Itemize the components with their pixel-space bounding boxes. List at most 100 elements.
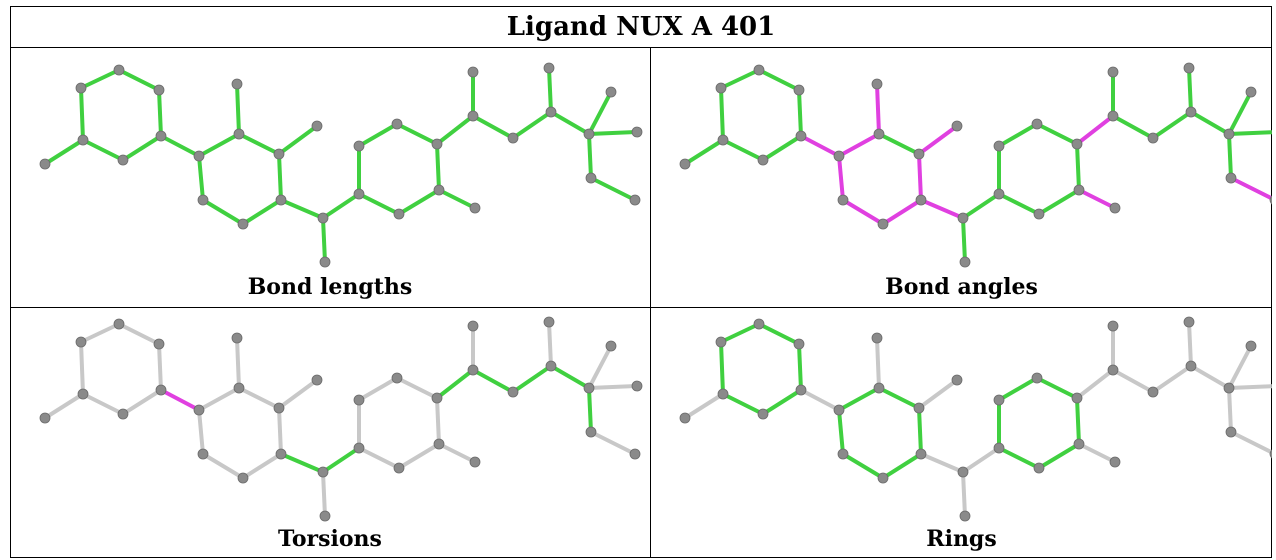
atom-b6 xyxy=(197,448,209,460)
atom-e4 xyxy=(1185,106,1197,118)
bond-f4-f5 xyxy=(589,176,637,202)
bond-d5-d6 xyxy=(397,188,441,216)
bond-b3-b4 xyxy=(277,152,283,202)
atom-c2 xyxy=(959,510,971,522)
atom-a4 xyxy=(155,384,167,396)
atom-a7 xyxy=(679,412,691,424)
molecule-rings xyxy=(679,316,1272,522)
atom-f1 xyxy=(583,382,595,394)
atom-d4 xyxy=(431,392,443,404)
atom-b5 xyxy=(877,218,889,230)
atom-e1 xyxy=(467,110,479,122)
bond-a3-a4 xyxy=(157,88,163,138)
bond-b4-b5 xyxy=(241,452,283,480)
bond-c1-d1 xyxy=(321,446,361,474)
bond-a1-a2 xyxy=(719,68,761,90)
bond-a1-a2 xyxy=(79,322,121,344)
atom-b8 xyxy=(311,120,323,132)
caption-torsions: Torsions xyxy=(278,526,382,552)
bond-c1-c2 xyxy=(321,216,327,264)
atom-b5 xyxy=(877,472,889,484)
panel-torsions: Torsions xyxy=(11,308,649,558)
atoms xyxy=(679,62,1272,268)
bond-b3-b8 xyxy=(917,124,959,156)
atom-b8 xyxy=(951,374,963,386)
bond-c1-c2 xyxy=(961,470,967,518)
bond-b6-b1 xyxy=(197,154,205,202)
atom-b6 xyxy=(837,194,849,206)
bond-e3-e4 xyxy=(511,364,553,394)
atom-b3 xyxy=(913,148,925,160)
atom-f5 xyxy=(1269,195,1272,205)
atom-d2 xyxy=(353,394,365,406)
bonds xyxy=(683,320,1272,518)
bond-f1-f3 xyxy=(1227,130,1272,136)
atom-f4 xyxy=(585,426,597,438)
bond-d5-d6 xyxy=(1037,442,1081,470)
atom-a6 xyxy=(717,134,729,146)
atom-b6 xyxy=(197,194,209,206)
bond-b3-b8 xyxy=(277,378,319,410)
atom-f2 xyxy=(1245,340,1257,352)
atom-f1 xyxy=(1223,382,1235,394)
bond-b5-b6 xyxy=(841,452,885,480)
column-divider xyxy=(650,47,651,558)
bond-f4-f5 xyxy=(589,430,637,456)
bond-a4-a5 xyxy=(761,134,803,162)
bond-d5-d7 xyxy=(1077,442,1117,464)
bond-b2-b3 xyxy=(877,386,921,410)
atom-b2 xyxy=(233,128,245,140)
bond-b6-b1 xyxy=(197,408,205,456)
bond-c1-c2 xyxy=(961,216,967,264)
atom-b3 xyxy=(913,402,925,414)
bond-b4-b5 xyxy=(241,198,283,226)
caption-bond-angles: Bond angles xyxy=(885,274,1038,300)
bond-f1-f4 xyxy=(587,132,593,180)
bond-e1-e3 xyxy=(471,114,515,140)
bond-a5-a6 xyxy=(81,138,125,162)
atom-d7 xyxy=(469,456,481,468)
bond-a6-a7 xyxy=(683,138,725,166)
bond-d4-d5 xyxy=(1075,396,1081,446)
atom-d3 xyxy=(391,118,403,130)
atom-a2 xyxy=(753,318,765,330)
atom-e3 xyxy=(507,132,519,144)
bond-a2-a3 xyxy=(117,322,161,346)
atom-e1 xyxy=(1107,364,1119,376)
bond-b3-b4 xyxy=(917,152,923,202)
bond-b4-b5 xyxy=(881,452,923,480)
figure-title: Ligand NUX A 401 xyxy=(506,12,776,42)
atom-b7 xyxy=(871,332,883,344)
bond-a4-a5 xyxy=(761,388,803,416)
atom-d4 xyxy=(1071,138,1083,150)
bond-d6-d1 xyxy=(997,192,1041,216)
bond-a6-a1 xyxy=(79,86,85,142)
atom-b4 xyxy=(275,448,287,460)
bond-d3-d4 xyxy=(395,376,439,400)
atom-d6 xyxy=(393,208,405,220)
atom-a3 xyxy=(153,84,165,96)
bonds xyxy=(683,66,1272,264)
bond-b4-c1 xyxy=(919,198,965,220)
atom-f2 xyxy=(605,340,617,352)
bonds xyxy=(43,320,639,518)
atoms xyxy=(679,316,1272,522)
atom-f5 xyxy=(629,194,641,206)
atom-a7 xyxy=(39,412,51,424)
bond-a4-b1 xyxy=(159,134,201,158)
bond-b2-b3 xyxy=(237,386,281,410)
atom-c2 xyxy=(319,510,331,522)
bond-e4-f1 xyxy=(1189,364,1231,390)
bond-a2-a3 xyxy=(117,68,161,92)
atom-d6 xyxy=(393,462,405,474)
bond-d4-e1 xyxy=(1075,114,1115,146)
row-divider xyxy=(11,307,1271,308)
atom-a5 xyxy=(117,408,129,420)
bond-b6-b1 xyxy=(837,154,845,202)
bond-c1-d1 xyxy=(321,192,361,220)
atom-f1 xyxy=(1223,128,1235,140)
bond-d4-e1 xyxy=(1075,368,1115,400)
bond-f4-f5 xyxy=(1229,430,1272,455)
atom-a3 xyxy=(793,84,805,96)
bond-f1-f3 xyxy=(587,384,639,390)
